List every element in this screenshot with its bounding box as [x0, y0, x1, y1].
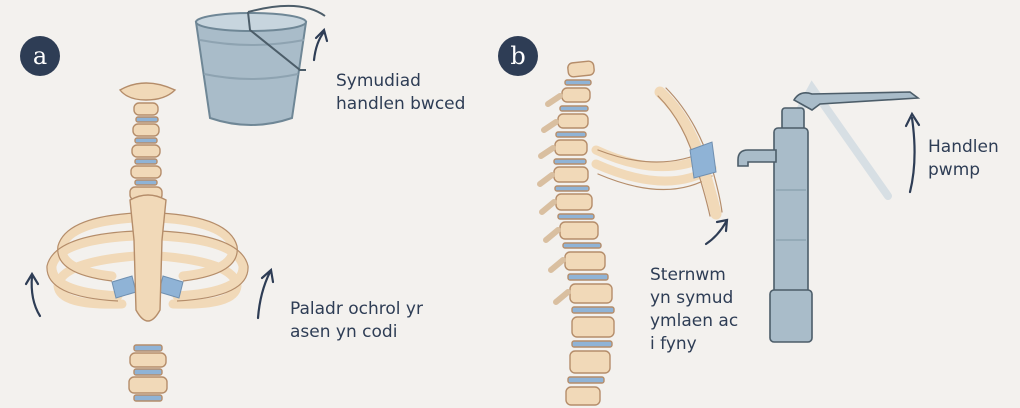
pump-handle-label: Handlen pwmp — [928, 136, 999, 182]
bucket-motion-arrow — [314, 30, 327, 60]
pump-handle-arrow — [906, 114, 919, 192]
label-line: i fyny — [650, 333, 738, 356]
bucket-illustration — [196, 6, 325, 125]
water-pump-illustration — [738, 88, 918, 342]
label-line: Symudiad — [336, 70, 465, 93]
sternum-motion-arrow — [706, 220, 727, 244]
label-line: yn symud — [650, 287, 738, 310]
label-line: pwmp — [928, 159, 999, 182]
rib-right-arrow — [258, 270, 273, 318]
sternum-movement-label: Sternwm yn symud ymlaen ac i fyny — [650, 264, 738, 356]
rib-left-arrow — [26, 274, 40, 316]
bucket-handle-label: Symudiad handlen bwced — [336, 70, 465, 116]
label-line: Handlen — [928, 136, 999, 159]
label-line: handlen bwced — [336, 93, 465, 116]
spine-side-view — [554, 61, 614, 405]
sternum — [130, 195, 166, 321]
panel-a-badge: a — [20, 36, 60, 76]
panel-b-badge: b — [498, 36, 538, 76]
label-line: Paladr ochrol yr — [290, 298, 423, 321]
label-line: asen yn codi — [290, 321, 423, 344]
rib-elevation-label: Paladr ochrol yr asen yn codi — [290, 298, 423, 344]
label-line: ymlaen ac — [650, 310, 738, 333]
label-line: Sternwm — [650, 264, 738, 287]
